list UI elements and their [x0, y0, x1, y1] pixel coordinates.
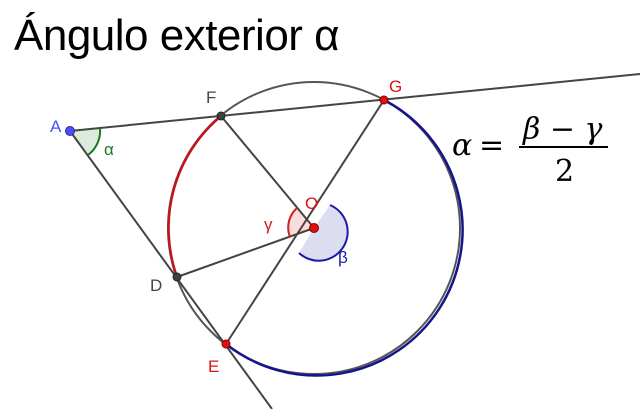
point-d	[172, 272, 182, 282]
arc-ge-blue	[225, 98, 464, 377]
point-f	[216, 111, 226, 121]
formula-equals: =	[479, 128, 504, 163]
secant-line-ade	[69, 130, 273, 409]
angle-alpha-arc	[87, 127, 102, 156]
angle-beta-sector	[299, 205, 348, 261]
label-d: D	[150, 276, 162, 295]
arc-fd-red	[167, 115, 222, 278]
point-e	[221, 339, 231, 349]
label-o: O	[305, 194, 318, 213]
diagram-title: Ángulo exterior α	[14, 11, 340, 60]
label-beta: β	[338, 248, 348, 267]
angle-alpha-sector	[70, 128, 101, 155]
label-e: E	[208, 357, 219, 376]
segment-fo	[220, 115, 315, 229]
label-gamma: γ	[264, 215, 273, 234]
angle-beta-arc	[298, 204, 349, 262]
point-a	[65, 126, 75, 136]
label-a: A	[50, 117, 62, 136]
point-g	[379, 95, 389, 105]
point-o	[309, 223, 319, 233]
formula-lhs: α	[452, 128, 472, 163]
label-g: G	[389, 77, 402, 96]
angle-gamma-sector	[288, 208, 314, 237]
formula-numerator: β − γ	[522, 112, 603, 147]
formula-denominator: 2	[555, 154, 574, 189]
formula: α = β − γ 2	[452, 112, 608, 189]
secant-line-afg	[69, 73, 640, 132]
angle-gamma-arc	[287, 207, 298, 238]
label-f: F	[206, 88, 216, 107]
segment-do	[176, 227, 315, 278]
segment-ge	[225, 99, 385, 345]
label-alpha: α	[104, 140, 114, 159]
